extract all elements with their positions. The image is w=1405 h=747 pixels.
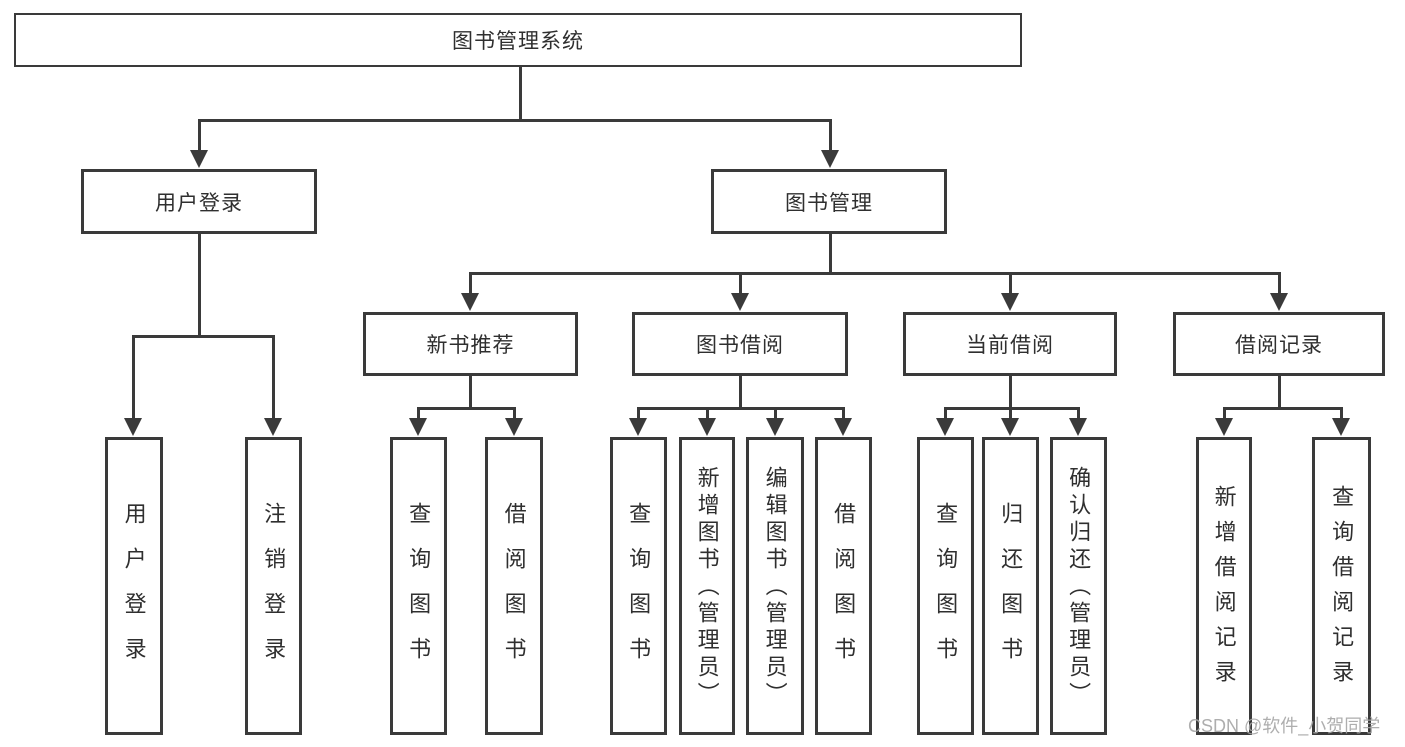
arrow-down-icon [1215, 418, 1233, 436]
arrow-down-icon [821, 150, 839, 168]
leaf-add-borrow-record: 新增借阅记录 [1196, 437, 1252, 735]
leaf-borrow-books: 借阅图书 [815, 437, 872, 735]
node-current-borrowing: 当前借阅 [903, 312, 1117, 376]
leaf-edit-books-admin-label: 编辑图书（管理员） [762, 466, 788, 709]
arrow-down-icon [505, 418, 523, 436]
leaf-query-books-current: 查询图书 [917, 437, 974, 735]
leaf-borrow-books-label: 借阅图书 [831, 502, 857, 682]
leaf-query-books-recommend: 查询图书 [390, 437, 447, 735]
arrow-down-icon [461, 293, 479, 311]
leaf-query-borrow-record-label: 查询借阅记录 [1329, 484, 1355, 695]
connector-root-drop-left [198, 119, 201, 152]
node-borrowing-records: 借阅记录 [1173, 312, 1385, 376]
connector-borrow-stem [739, 376, 742, 409]
connector-bookmgmt-stem [829, 234, 832, 275]
connector-root-stem [519, 67, 522, 121]
leaf-return-books: 归还图书 [982, 437, 1039, 735]
connector-bookmgmt-drop-2 [739, 272, 742, 295]
arrow-down-icon [731, 293, 749, 311]
leaf-edit-books-admin: 编辑图书（管理员） [746, 437, 804, 735]
leaf-confirm-return-admin-label: 确认归还（管理员） [1066, 466, 1092, 709]
node-new-book-recommendation-label: 新书推荐 [426, 334, 515, 357]
arrow-down-icon [766, 418, 784, 436]
node-book-management-label: 图书管理 [785, 191, 873, 215]
leaf-add-borrow-record-label: 新增借阅记录 [1211, 484, 1237, 695]
arrow-down-icon [1332, 418, 1350, 436]
connector-recommend-stem [469, 376, 472, 409]
connector-current-drop-1 [944, 407, 947, 420]
arrow-down-icon [409, 418, 427, 436]
connector-current-drop-3 [1077, 407, 1080, 420]
connector-recommend-drop-1 [417, 407, 420, 420]
leaf-borrow-books-recommend: 借阅图书 [485, 437, 543, 735]
node-book-management: 图书管理 [711, 169, 947, 234]
arrow-down-icon [834, 418, 852, 436]
arrow-down-icon [936, 418, 954, 436]
connector-borrow-drop-4 [842, 407, 845, 420]
leaf-user-login: 用户登录 [105, 437, 163, 735]
arrow-down-icon [698, 418, 716, 436]
arrow-down-icon [1069, 418, 1087, 436]
leaf-confirm-return-admin: 确认归还（管理员） [1050, 437, 1107, 735]
connector-root-drop-right [829, 119, 832, 152]
connector-userlogin-bar [132, 335, 275, 338]
leaf-query-books-recommend-label: 查询图书 [406, 502, 432, 682]
node-user-login-label: 用户登录 [155, 191, 243, 215]
leaf-logout-label: 注销登录 [261, 502, 287, 682]
node-new-book-recommendation: 新书推荐 [363, 312, 578, 376]
leaf-user-login-label: 用户登录 [121, 502, 147, 682]
connector-recommend-bar [417, 407, 516, 410]
csdn-watermark: CSDN @软件_小贺同学 [1188, 716, 1381, 736]
connector-root-bar [198, 119, 832, 122]
connector-userlogin-stem [198, 234, 201, 337]
leaf-add-books-admin: 新增图书（管理员） [679, 437, 735, 735]
node-current-borrowing-label: 当前借阅 [966, 334, 1054, 357]
connector-bookmgmt-bar [469, 272, 1281, 275]
connector-records-stem [1278, 376, 1281, 409]
connector-userlogin-drop-2 [272, 335, 275, 420]
node-book-borrowing: 图书借阅 [632, 312, 848, 376]
connector-borrow-drop-3 [774, 407, 777, 420]
connector-borrow-drop-2 [706, 407, 709, 420]
connector-bookmgmt-drop-1 [469, 272, 472, 295]
arrow-down-icon [190, 150, 208, 168]
node-root-label: 图书管理系统 [452, 30, 584, 53]
node-book-borrowing-label: 图书借阅 [696, 334, 784, 357]
leaf-borrow-books-recommend-label: 借阅图书 [501, 502, 527, 682]
connector-borrow-bar [637, 407, 844, 410]
node-user-login: 用户登录 [81, 169, 317, 234]
connector-current-stem [1009, 376, 1012, 409]
node-root: 图书管理系统 [14, 13, 1022, 67]
leaf-query-borrow-record: 查询借阅记录 [1312, 437, 1371, 735]
connector-borrow-drop-1 [637, 407, 640, 420]
arrow-down-icon [1001, 418, 1019, 436]
arrow-down-icon [124, 418, 142, 436]
arrow-down-icon [1001, 293, 1019, 311]
connector-current-drop-2 [1009, 407, 1012, 420]
connector-records-bar [1223, 407, 1343, 410]
leaf-return-books-label: 归还图书 [998, 502, 1024, 682]
leaf-query-books-borrow: 查询图书 [610, 437, 667, 735]
leaf-query-books-current-label: 查询图书 [933, 502, 959, 682]
connector-recommend-drop-2 [513, 407, 516, 420]
connector-bookmgmt-drop-3 [1009, 272, 1012, 295]
node-borrowing-records-label: 借阅记录 [1235, 334, 1323, 357]
leaf-add-books-admin-label: 新增图书（管理员） [694, 466, 720, 709]
arrow-down-icon [264, 418, 282, 436]
connector-bookmgmt-drop-4 [1278, 272, 1281, 295]
connector-records-drop-1 [1223, 407, 1226, 420]
arrow-down-icon [1270, 293, 1288, 311]
arrow-down-icon [629, 418, 647, 436]
connector-records-drop-2 [1340, 407, 1343, 420]
leaf-logout: 注销登录 [245, 437, 302, 735]
connector-userlogin-drop-1 [132, 335, 135, 420]
leaf-query-books-borrow-label: 查询图书 [626, 502, 652, 682]
